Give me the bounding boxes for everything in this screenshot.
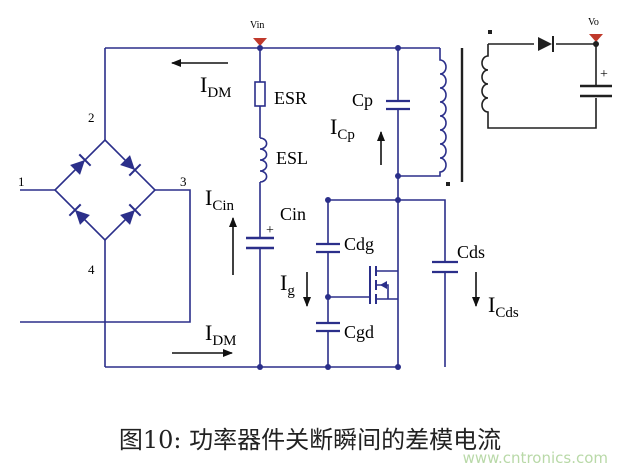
esr-resistor [254,81,266,107]
input-capacitor-branch: + ESR ESL Cin [246,48,308,367]
vo-terminal [589,34,603,42]
vin-label: Vin [250,20,264,31]
cout-plus: + [600,67,608,82]
node-4-label: 4 [88,262,95,277]
mosfet-switch: Cds Cdg Cgd [316,197,485,367]
cin-label: Cin [280,204,306,224]
idm-bottom-label: IDM [205,320,237,349]
idm-top-label: IDM [200,72,232,101]
bridge-rectifier: 1 2 3 4 [18,48,191,367]
vin-terminal: Vin [250,20,267,51]
secondary-circuit: + Vo [481,17,612,129]
cin-plus: + [266,223,274,238]
node-1-label: 1 [18,174,25,189]
node-3-label: 3 [180,174,187,189]
cp-label: Cp [352,90,373,110]
node-2-label: 2 [88,110,95,125]
esl-inductor [259,137,268,183]
cgd-label: Cgd [344,322,374,342]
figure-caption: 图10: 功率器件关断瞬间的差模电流 [118,426,502,454]
esl-label: ESL [276,148,308,168]
vo-label: Vo [588,17,599,28]
primary-winding [398,48,447,177]
watermark: www.cntronics.com [462,449,608,467]
output-diode-icon [538,36,554,52]
cds-label: Cds [457,242,485,262]
primary-dot [446,182,450,186]
icp-label: ICp [330,114,355,143]
ig-label: Ig [280,270,295,299]
icin-label: ICin [205,185,235,214]
icds-label: ICds [488,292,519,321]
cdg-label: Cdg [344,234,374,254]
secondary-dot [488,30,492,34]
circuit-diagram: 1 2 3 4 + ESR ESL Cin Vin Cp [18,17,612,370]
esr-label: ESR [274,88,307,108]
